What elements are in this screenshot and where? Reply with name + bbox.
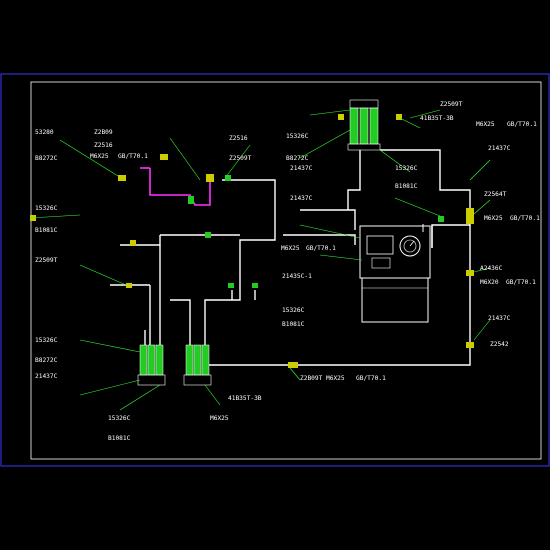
code-label: B8272C (35, 155, 58, 162)
code-label: Z2B09T (300, 375, 323, 382)
code-label: 15326C (108, 415, 131, 422)
code-label: A2436C (480, 265, 503, 272)
code-label: B1081C (108, 435, 131, 442)
code-label: B1081C (282, 321, 305, 328)
code-label: GB/T70.1 (118, 153, 148, 160)
code-label: Z2516 (229, 135, 248, 142)
pipe-fittings (30, 114, 474, 368)
labels-top-right: Z2509T 41B35T-3B M6X25 GB/T70.1 15326C B… (395, 101, 537, 190)
code-label: 41B35T-3B (420, 115, 454, 122)
code-label: B1081C (35, 227, 58, 234)
code-label: 21437C (488, 145, 511, 152)
labels-bottom: Z2B09T M6X25 GB/T70.1 41B35T-3B 15326C B… (108, 375, 386, 442)
labels-top-left: 53280 B8272C M6X25 GB/T70.1 (35, 129, 148, 162)
labels-right: 21437C Z2564T M6X25 GB/T70.1 A2436C M6X2… (480, 145, 540, 348)
code-label: GB/T70.1 (506, 279, 536, 286)
code-label: 21437C (35, 373, 58, 380)
distributor-top-right (347, 99, 381, 151)
distributor-bottom-left (137, 344, 166, 386)
code-label: M6X25 (210, 415, 229, 422)
code-label: 21437C (290, 195, 313, 202)
code-label: 41B35T-3B (228, 395, 262, 402)
code-label: Z2509T (35, 257, 58, 264)
code-label: Z2509T (229, 155, 252, 162)
code-label: 21437C (488, 315, 511, 322)
labels-left: 15326C B1081C Z2509T 15326C B8272C 21437… (35, 205, 58, 380)
code-label: M6X25 (484, 215, 503, 222)
code-label: 21437C (290, 165, 313, 172)
code-label: 15326C (395, 165, 418, 172)
labels-top-middle: Z2B09 Z2516 Z2516 Z2509T 15326C B8272C 2… (94, 129, 313, 202)
code-label: M6X25 (281, 245, 300, 252)
magenta-pipe (140, 167, 211, 206)
code-label: Z2516 (94, 142, 113, 149)
code-label: Z2B09 (94, 129, 113, 136)
code-label: GB/T70.1 (356, 375, 386, 382)
code-label: Z2542 (490, 341, 509, 348)
outer-frame (0, 73, 550, 467)
code-label: B1081C (395, 183, 418, 190)
code-label: 15326C (286, 133, 309, 140)
code-label: GB/T70.1 (306, 245, 336, 252)
code-label: 15326C (35, 337, 58, 344)
code-label: GB/T70.1 (507, 121, 537, 128)
code-label: 15326C (35, 205, 58, 212)
pump-station (359, 224, 431, 323)
distributor-bottom-mid (183, 344, 212, 386)
code-label: M6X25 (90, 153, 109, 160)
code-label: M6X25 (476, 121, 495, 128)
code-label: Z2509T (440, 101, 463, 108)
inner-frame (30, 81, 542, 460)
code-label: GB/T70.1 (510, 215, 540, 222)
code-label: M6X20 (480, 279, 499, 286)
main-pipes (110, 149, 471, 366)
code-label: B8272C (35, 357, 58, 364)
code-label: Z2564T (484, 191, 507, 198)
code-label: 21435C-1 (282, 273, 312, 280)
code-label: B8272C (286, 155, 309, 162)
code-label: 53280 (35, 129, 54, 136)
leader-lines (29, 109, 491, 411)
labels-center: M6X25 GB/T70.1 21435C-1 15326C B1081C (281, 245, 336, 328)
code-label: M6X25 (326, 375, 345, 382)
code-label: 15326C (282, 307, 305, 314)
